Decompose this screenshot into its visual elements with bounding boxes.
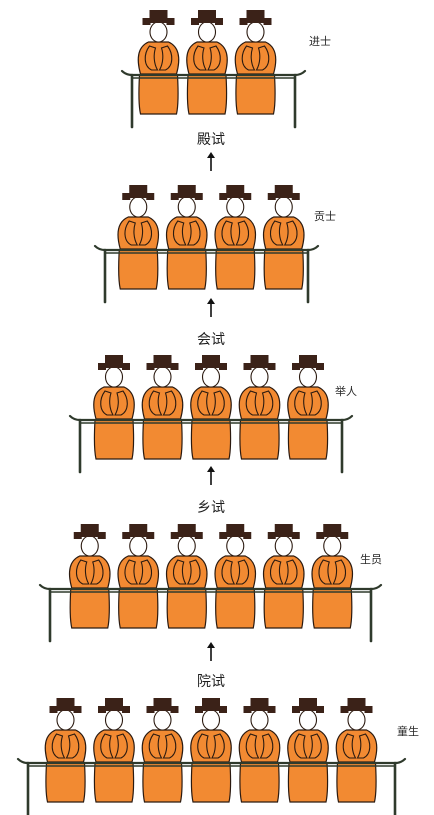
scholar-figure: [190, 698, 232, 803]
tier-label-tongsheng: 童生: [397, 725, 419, 738]
scholar-figure: [141, 355, 184, 460]
tier-label-gongshi: 贡士: [314, 210, 336, 223]
scholar-figure: [117, 524, 159, 629]
scholar-figure: [44, 698, 87, 803]
scholar-figure: [186, 10, 228, 115]
scholar-figure: [234, 10, 277, 115]
up-arrow-icon: [207, 466, 215, 485]
scholar-figure: [238, 355, 281, 460]
scholar-figure: [166, 524, 208, 629]
exam-label-huishi: 会试: [197, 332, 225, 348]
tier-row: [93, 185, 320, 304]
scholar-figure: [287, 698, 329, 803]
table: [120, 69, 307, 129]
scholar-figure: [263, 524, 305, 629]
scholar-figure: [117, 185, 159, 290]
scholar-figure: [311, 524, 353, 629]
up-arrow-icon: [207, 152, 215, 171]
table: [68, 414, 354, 474]
exam-label-dianshi: 殿试: [197, 132, 225, 148]
scholar-figure: [263, 185, 305, 290]
scholar-figure: [214, 524, 256, 629]
exam-label-xiangshi: 乡试: [197, 500, 225, 516]
scholar-figure: [166, 185, 208, 290]
exam-label-yuanshi: 院试: [197, 674, 225, 690]
tier-row: [38, 524, 383, 643]
scholar-figure: [238, 698, 281, 803]
scholar-figure: [287, 355, 329, 460]
tier-label-jinshi: 进士: [309, 35, 331, 48]
table: [16, 757, 407, 815]
scholar-figure: [335, 698, 378, 803]
table: [93, 244, 320, 304]
scholar-figure: [93, 355, 135, 460]
scholar-figure: [137, 10, 180, 115]
up-arrow-icon: [207, 298, 215, 317]
scholar-figure: [69, 524, 111, 629]
up-arrow-icon: [207, 642, 215, 661]
tier-label-juren: 举人: [335, 385, 357, 398]
table: [38, 583, 383, 643]
tier-row: [68, 355, 354, 474]
scholar-figure: [93, 698, 135, 803]
tier-row: [16, 698, 407, 815]
tier-row: [120, 10, 307, 129]
tier-label-shengyuan: 生员: [360, 553, 382, 566]
scholar-figure: [214, 185, 256, 290]
scholar-figure: [141, 698, 184, 803]
scholar-figure: [190, 355, 232, 460]
